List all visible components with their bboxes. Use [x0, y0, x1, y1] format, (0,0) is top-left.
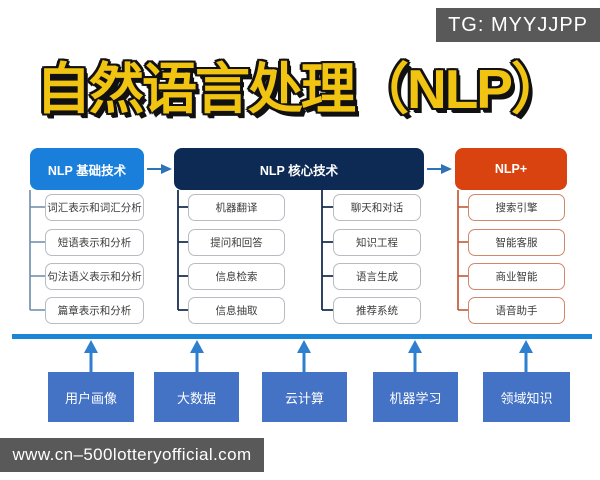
- tree-connector-plus: [457, 190, 468, 311]
- leaf-discourse-analysis: 篇章表示和分析: [45, 297, 144, 324]
- leaf-recommender-system: 推荐系统: [333, 297, 421, 324]
- leaf-phrase-analysis: 短语表示和分析: [45, 229, 144, 256]
- foundation-user-profile: 用户画像: [48, 372, 134, 422]
- tree-connector-core-left: [177, 190, 188, 311]
- leaf-knowledge-engineering: 知识工程: [333, 229, 421, 256]
- tree-connector-core-right: [321, 190, 333, 311]
- flow-arrow-icon: [427, 164, 452, 174]
- up-arrow-icon: [190, 340, 204, 372]
- leaf-syntax-semantics: 句法语义表示和分析: [45, 263, 144, 290]
- leaf-information-retrieval: 信息检索: [188, 263, 285, 290]
- header-nlp-core: NLP 核心技术: [174, 148, 424, 190]
- leaf-language-generation: 语言生成: [333, 263, 421, 290]
- page-title: 自然语言处理（NLP）: [35, 58, 566, 120]
- leaf-information-extraction: 信息抽取: [188, 297, 285, 324]
- up-arrow-icon: [408, 340, 422, 372]
- leaf-machine-translation: 机器翻译: [188, 194, 285, 221]
- telegram-watermark: TG: MYYJJPP: [436, 8, 600, 42]
- leaf-question-answering: 提问和回答: [188, 229, 285, 256]
- leaf-business-intelligence: 商业智能: [468, 263, 565, 290]
- flow-arrow-icon: [147, 164, 172, 174]
- up-arrow-icon: [84, 340, 98, 372]
- foundation-domain-knowledge: 领域知识: [483, 372, 570, 422]
- leaf-search-engine: 搜索引擎: [468, 194, 565, 221]
- tree-connector-basic: [29, 190, 45, 311]
- foundation-bus-bar: [12, 334, 592, 339]
- leaf-voice-assistant: 语音助手: [468, 297, 565, 324]
- header-nlp-plus: NLP+: [455, 148, 567, 190]
- website-watermark: www.cn–500lotteryofficial.com: [0, 438, 264, 472]
- up-arrow-icon: [519, 340, 533, 372]
- leaf-smart-customer-service: 智能客服: [468, 229, 565, 256]
- foundation-cloud-computing: 云计算: [262, 372, 347, 422]
- header-nlp-basic: NLP 基础技术: [30, 148, 144, 190]
- leaf-lexical-analysis: 词汇表示和词汇分析: [45, 194, 144, 221]
- foundation-big-data: 大数据: [154, 372, 239, 422]
- foundation-machine-learning: 机器学习: [373, 372, 458, 422]
- leaf-chat-dialogue: 聊天和对话: [333, 194, 421, 221]
- up-arrow-icon: [297, 340, 311, 372]
